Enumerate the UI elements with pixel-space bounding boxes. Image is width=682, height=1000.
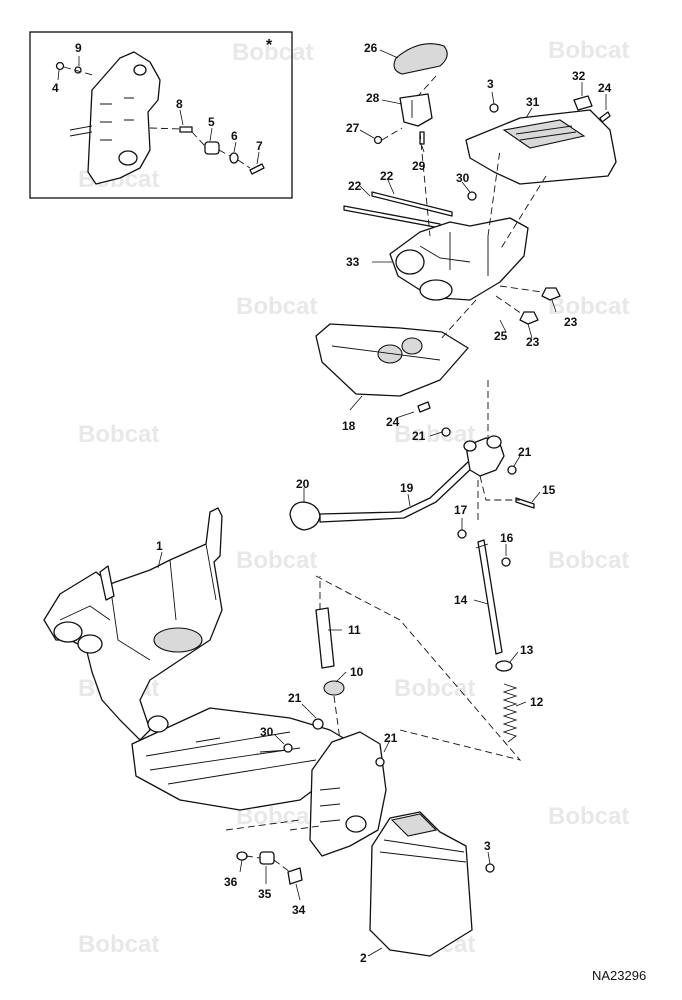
callout-1: 1 <box>156 539 163 553</box>
callout-23-lower: 23 <box>526 335 540 349</box>
main-frame-assembly <box>43 507 522 857</box>
drawing-code: NA23296 <box>592 968 646 983</box>
callout-13: 13 <box>520 643 534 657</box>
callout-6: 6 <box>231 129 238 143</box>
callout-31: 31 <box>526 95 540 109</box>
callout-35: 35 <box>258 887 272 901</box>
callout-30-lower: 30 <box>260 725 274 739</box>
inset-marker: * <box>266 37 273 54</box>
callout-29: 29 <box>412 159 426 173</box>
callout-21-lower-left: 21 <box>288 691 302 705</box>
pad-26 <box>393 43 448 75</box>
callout-19: 19 <box>400 481 414 495</box>
callout-7: 7 <box>256 139 263 153</box>
upper-control-assembly <box>315 43 617 440</box>
spring-12 <box>502 683 518 743</box>
callout-33: 33 <box>346 255 360 269</box>
callout-28: 28 <box>366 91 380 105</box>
callout-18: 18 <box>342 419 356 433</box>
callout-12: 12 <box>530 695 544 709</box>
callout-2: 2 <box>360 951 367 965</box>
callout-9: 9 <box>75 41 82 55</box>
rod-11 <box>315 607 335 669</box>
callout-22-left: 22 <box>348 179 362 193</box>
cover-2 <box>369 811 473 957</box>
callout-22-right: 22 <box>380 169 394 183</box>
pivot-bracket <box>309 731 387 857</box>
callout-25: 25 <box>494 329 508 343</box>
watermark: Bobcat <box>548 37 629 64</box>
watermark: Bobcat <box>548 803 629 830</box>
watermark: Bobcat <box>232 39 313 66</box>
callout-3-lower: 3 <box>484 839 491 853</box>
lower-cover-assembly <box>236 811 495 957</box>
watermark: Bobcat <box>78 931 159 958</box>
callout-36: 36 <box>224 875 238 889</box>
knob-20 <box>289 501 321 531</box>
inset-detail: * <box>29 31 293 199</box>
callout-24-lower: 24 <box>386 415 400 429</box>
watermark: Bobcat <box>236 293 317 320</box>
callout-16: 16 <box>500 531 514 545</box>
callout-15: 15 <box>542 483 556 497</box>
inset-bracket <box>87 51 161 185</box>
watermarks: Bobcat Bobcat Bobcat Bobcat Bobcat Bobca… <box>78 37 629 958</box>
callout-11: 11 <box>348 623 361 637</box>
lever-linkage <box>289 427 541 743</box>
callout-34: 34 <box>292 903 306 917</box>
callout-21-upper-left: 21 <box>412 429 426 443</box>
watermark: Bobcat <box>548 293 629 320</box>
callout-20: 20 <box>296 477 310 491</box>
watermark: Bobcat <box>548 547 629 574</box>
callout-23-right: 23 <box>564 315 578 329</box>
callout-26: 26 <box>364 41 378 55</box>
cover-31 <box>465 109 617 185</box>
callout-4: 4 <box>52 81 59 95</box>
callout-27: 27 <box>346 121 360 135</box>
callout-3-top: 3 <box>487 77 494 91</box>
callout-30-top: 30 <box>456 171 470 185</box>
frame-1 <box>43 507 223 741</box>
callout-5: 5 <box>208 115 215 129</box>
callout-8: 8 <box>176 97 183 111</box>
lever-19 <box>319 461 475 523</box>
callout-24-top: 24 <box>598 81 612 95</box>
watermark: Bobcat <box>236 547 317 574</box>
callout-32: 32 <box>572 69 586 83</box>
callout-21-lower-right: 21 <box>384 731 398 745</box>
callout-17: 17 <box>454 503 468 517</box>
callout-14: 14 <box>454 593 468 607</box>
callout-10: 10 <box>350 665 364 679</box>
callout-21-upper-right: 21 <box>518 445 532 459</box>
watermark: Bobcat <box>78 421 159 448</box>
watermark: Bobcat <box>394 675 475 702</box>
inset-frame <box>29 31 293 199</box>
